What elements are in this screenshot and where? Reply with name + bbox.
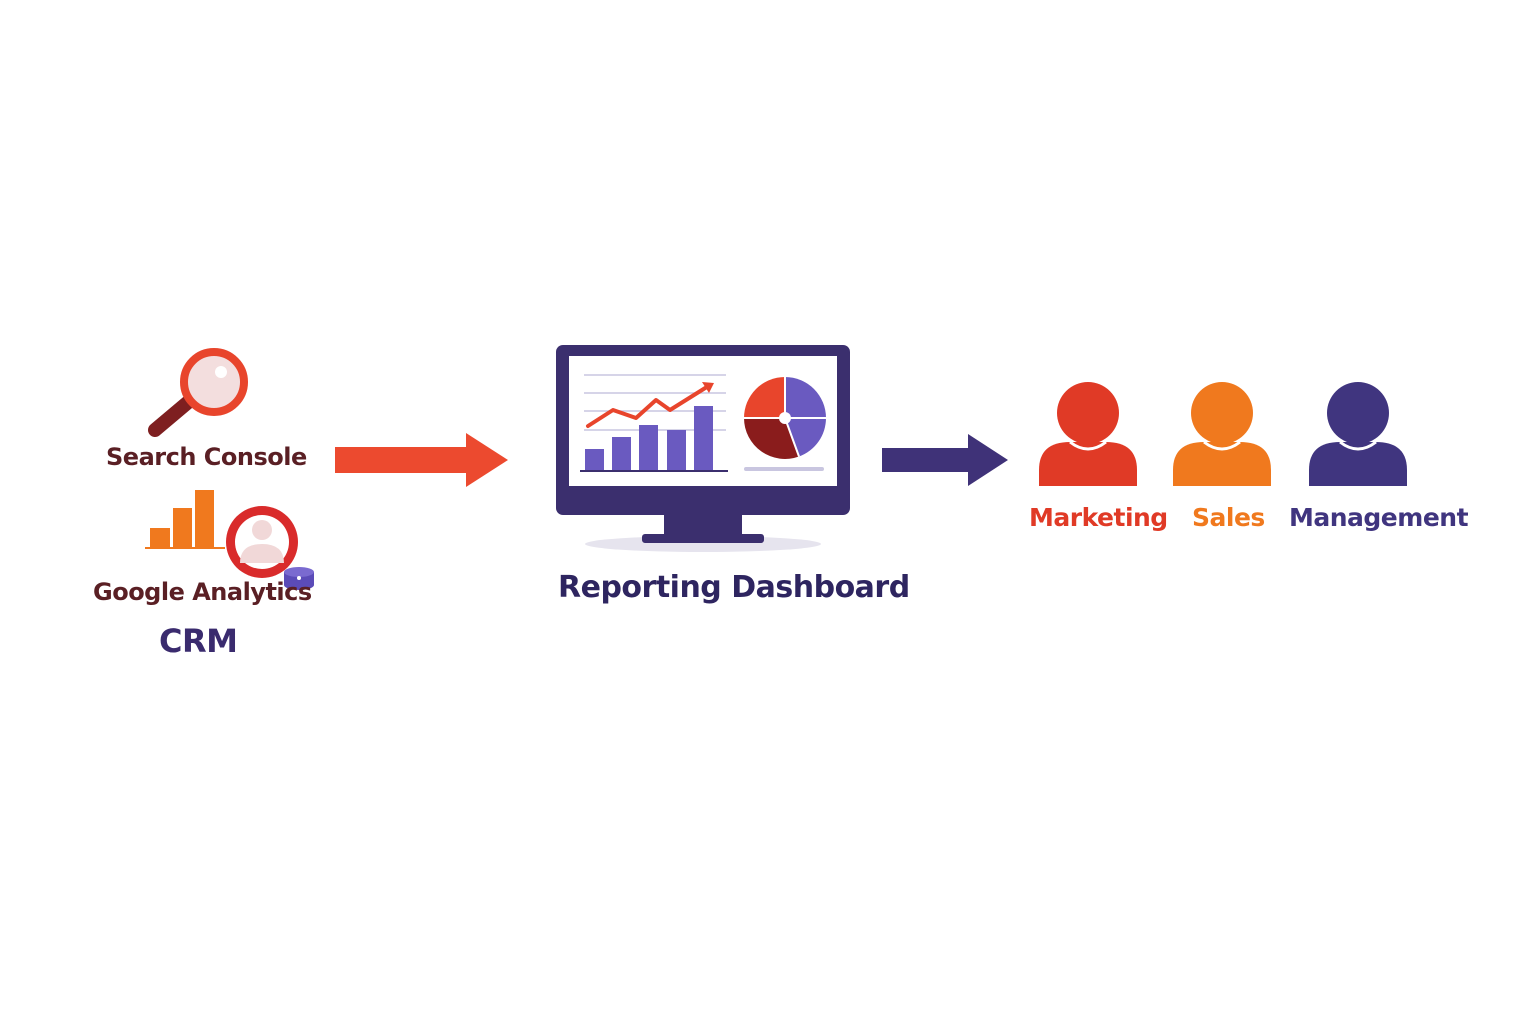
crm-label: CRM <box>159 622 238 660</box>
audience-sales-label: Sales <box>1192 503 1265 532</box>
audience-marketing-label: Marketing <box>1029 503 1168 532</box>
google-analytics-label: Google Analytics <box>93 578 312 606</box>
search-console-label: Search Console <box>106 443 307 471</box>
reporting-dashboard-label: Reporting Dashboard <box>558 570 910 605</box>
audience-management-label: Management <box>1289 503 1469 532</box>
